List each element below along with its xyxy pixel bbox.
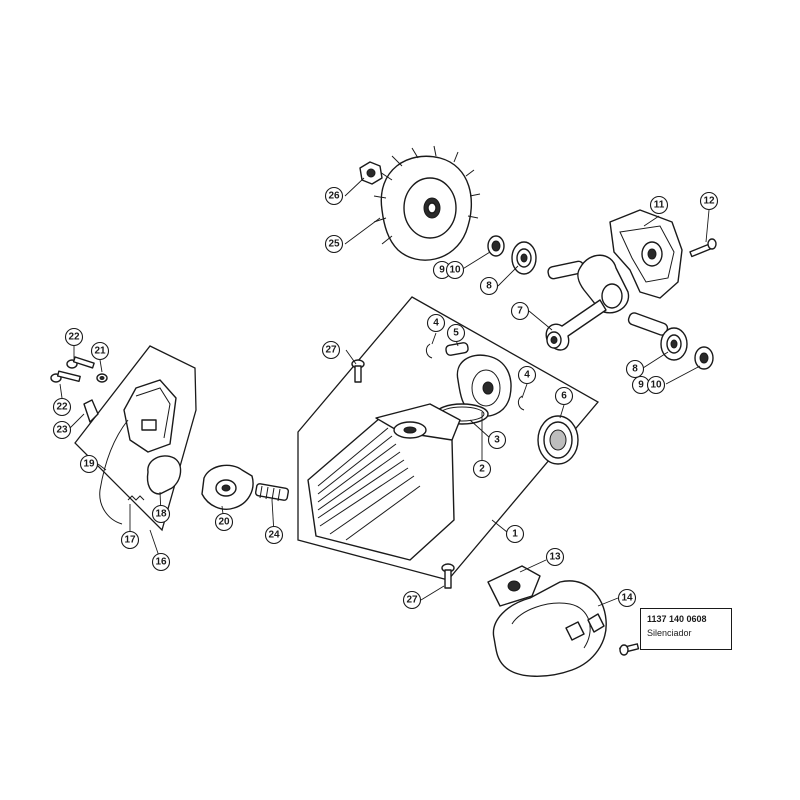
svg-text:22: 22 [56, 402, 68, 413]
svg-text:14: 14 [621, 593, 633, 604]
piston-pin-part[interactable] [445, 342, 469, 356]
svg-text:22: 22 [68, 332, 80, 343]
callout-2: 2 [472, 459, 492, 479]
svg-text:19: 19 [83, 459, 95, 470]
svg-text:21: 21 [94, 346, 106, 357]
intake-manifold-part[interactable] [201, 464, 254, 510]
svg-text:9: 9 [638, 380, 644, 391]
callout-23: 23 [52, 420, 72, 440]
screw-22-upper-part[interactable] [66, 356, 95, 369]
callout-8-upper: 8 [479, 276, 499, 296]
ball-bearing-upper-part[interactable] [511, 241, 537, 275]
flywheel-part[interactable] [373, 145, 481, 261]
terminal-23-part[interactable] [83, 399, 99, 423]
callout-5: 5 [446, 323, 466, 343]
crankcase-part[interactable] [609, 209, 683, 299]
svg-text:1: 1 [512, 529, 518, 540]
svg-text:25: 25 [328, 239, 340, 250]
svg-text:13: 13 [549, 552, 561, 563]
ring-6-part[interactable] [537, 415, 579, 465]
callout-21: 21 [90, 341, 110, 361]
callout-9-lower: 9 [631, 375, 651, 395]
callout-13: 13 [545, 547, 565, 567]
oil-seal-lower-part[interactable] [694, 346, 714, 370]
screw-27-lower-part[interactable] [441, 563, 455, 589]
washer-21-part[interactable] [96, 373, 108, 383]
callout-1: 1 [505, 524, 525, 544]
callout-10-lower: 10 [646, 375, 666, 395]
cylinder-part[interactable] [307, 403, 461, 561]
snap-ring-right-part[interactable] [517, 395, 525, 411]
svg-text:16: 16 [155, 557, 167, 568]
ignition-lead-part[interactable] [99, 419, 129, 525]
callout-6: 6 [554, 386, 574, 406]
callout-27-lower: 27 [402, 590, 422, 610]
svg-text:7: 7 [517, 306, 523, 317]
callout-20: 20 [214, 512, 234, 532]
svg-text:23: 23 [56, 425, 68, 436]
callout-4-left: 4 [426, 313, 446, 333]
svg-text:11: 11 [654, 200, 665, 211]
spark-plug-boot-part[interactable] [146, 455, 182, 495]
callout-19: 19 [79, 454, 99, 474]
svg-text:2: 2 [479, 464, 485, 475]
screw-27-upper-part[interactable] [351, 359, 365, 383]
svg-text:12: 12 [703, 196, 715, 207]
callout-10-upper: 10 [445, 260, 465, 280]
ignition-group-frame [74, 345, 197, 532]
part-description: Silenciador [647, 628, 692, 638]
ball-bearing-lower-part[interactable] [660, 327, 688, 361]
callout-12: 12 [699, 191, 719, 211]
ignition-module-part[interactable] [123, 379, 177, 453]
svg-text:24: 24 [268, 530, 280, 541]
callout-7: 7 [510, 301, 530, 321]
svg-text:10: 10 [650, 380, 662, 391]
svg-text:27: 27 [325, 345, 337, 356]
callout-27-upper: 27 [321, 340, 341, 360]
callout-16: 16 [151, 552, 171, 572]
svg-text:27: 27 [406, 595, 418, 606]
gasket-part[interactable] [487, 565, 541, 607]
spring-part[interactable] [127, 495, 145, 501]
engine-group-frame [297, 296, 600, 581]
callout-14: 14 [617, 588, 637, 608]
svg-text:4: 4 [433, 318, 439, 329]
svg-text:10: 10 [449, 265, 461, 276]
svg-text:8: 8 [632, 364, 638, 375]
svg-text:20: 20 [218, 517, 230, 528]
fitting-24-part[interactable] [254, 483, 290, 502]
part-info-box: 1137 140 0608 Silenciador [640, 608, 732, 650]
svg-text:8: 8 [486, 281, 492, 292]
svg-text:18: 18 [155, 509, 167, 520]
flywheel-nut-part[interactable] [359, 161, 383, 185]
callout-8-lower: 8 [625, 359, 645, 379]
screw-22-lower-part[interactable] [50, 370, 81, 383]
crankshaft-part[interactable] [545, 254, 669, 351]
part-number: 1137 140 0608 [647, 614, 707, 624]
callout-22-upper: 22 [64, 327, 84, 347]
svg-text:4: 4 [524, 370, 530, 381]
oil-seal-upper-part[interactable] [487, 235, 505, 257]
callout-4-right: 4 [517, 365, 537, 385]
callout-22-lower: 22 [52, 397, 72, 417]
svg-text:17: 17 [124, 535, 136, 546]
callout-25: 25 [324, 234, 344, 254]
svg-text:5: 5 [453, 328, 459, 339]
svg-text:6: 6 [561, 391, 567, 402]
callout-11: 11 [649, 195, 669, 215]
callout-24: 24 [264, 525, 284, 545]
snap-ring-left-part[interactable] [425, 343, 433, 359]
svg-text:26: 26 [328, 191, 340, 202]
muffler-part[interactable] [492, 580, 640, 677]
callout-26: 26 [324, 186, 344, 206]
callout-17: 17 [120, 530, 140, 550]
callout-18: 18 [151, 504, 171, 524]
callout-3: 3 [487, 430, 507, 450]
svg-text:9: 9 [439, 265, 445, 276]
svg-text:3: 3 [494, 435, 500, 446]
crankcase-screw-part[interactable] [689, 238, 717, 258]
